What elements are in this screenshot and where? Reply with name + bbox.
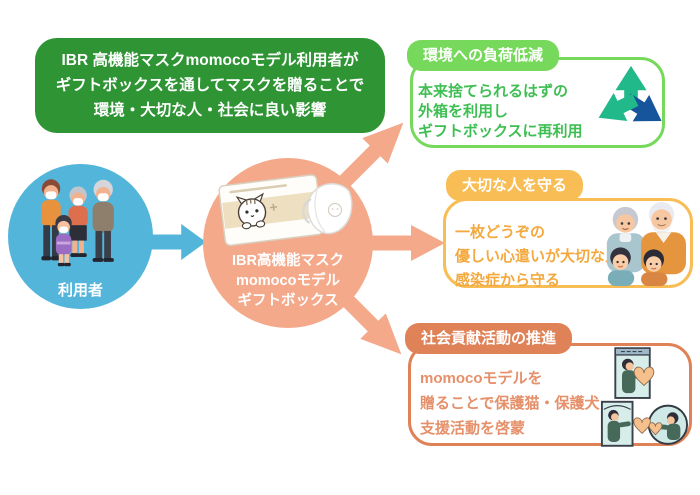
family-users-illustration: [41, 179, 114, 267]
social-tag: 社会貢献活動の推進: [405, 323, 573, 354]
users-circle: 利用者: [8, 164, 153, 309]
protect-body-text: 一枚どうぞの 優しい心遣いが大切な人を 感染症から守る: [455, 224, 636, 289]
social-body-text: momocoモデルを 贈ることで保護猫・保護犬 支援活動を啓蒙: [420, 370, 600, 437]
users-label: 利用者: [57, 282, 103, 299]
recycle-icon: [594, 62, 668, 136]
environment-body-text: 本来捨てられるはずの 外箱を利用し ギフトボックスに再利用: [418, 83, 583, 140]
product-circle: IBR高機能マスク momocoモデル ギフトボックス: [203, 158, 373, 328]
charity-illustration: [600, 346, 688, 448]
flow-arrow-users-to-product: [144, 223, 206, 261]
summary-box: IBR 高機能マスクmomocoモデル利用者が ギフトボックスを通してマスクを贈…: [35, 38, 385, 133]
giftbox-mask-illustration: [218, 174, 353, 247]
grandparents-illustration: [596, 200, 690, 286]
environment-tag: 環境への負荷低減: [407, 40, 560, 71]
protect-tag: 大切な人を守る: [446, 170, 584, 201]
product-label: IBR高機能マスク momocoモデル ギフトボックス: [232, 253, 344, 309]
